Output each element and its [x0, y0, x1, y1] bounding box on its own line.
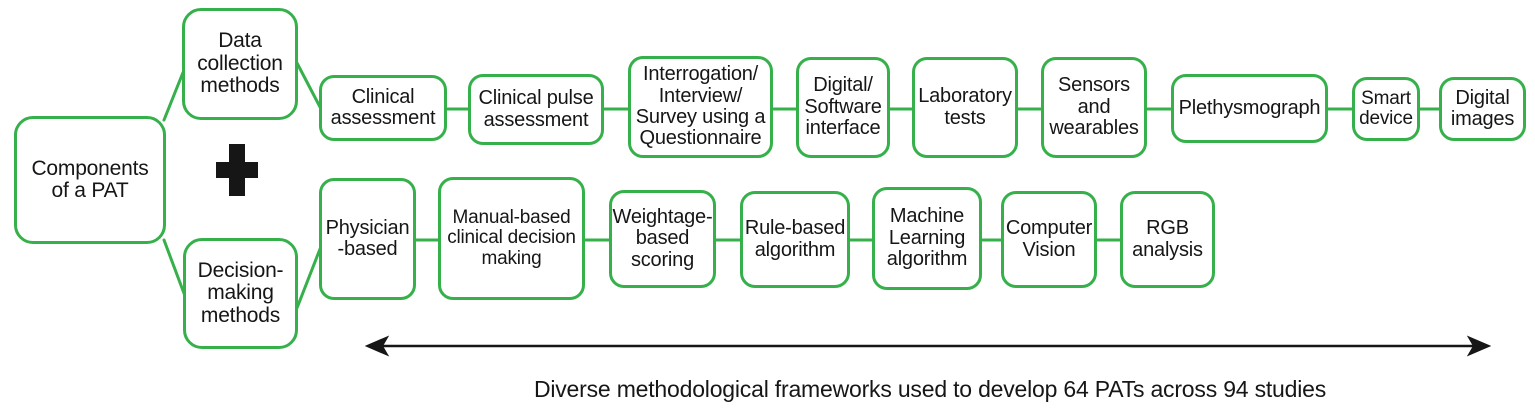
green-connectors	[162, 61, 1443, 310]
node-sensors-and-wearables: Sensors and wearables	[1041, 57, 1147, 158]
node-weightage-based-scoring: Weightage- based scoring	[609, 190, 716, 288]
plus-icon	[216, 144, 258, 196]
node-decision-making-methods: Decision- making methods	[183, 238, 298, 349]
node-rule-based-algorithm: Rule-based algorithm	[740, 191, 850, 288]
node-data-collection-methods: Data collection methods	[182, 8, 298, 120]
node-interrogation-interview-survey: Interrogation/ Interview/ Survey using a…	[628, 56, 773, 158]
node-physician-based: Physician -based	[319, 178, 416, 300]
node-manual-based-clinical-decision-making: Manual-based clinical decision making	[438, 177, 585, 300]
node-components-of-a-pat: Components of a PAT	[14, 116, 166, 244]
node-smart-device: Smart device	[1352, 77, 1420, 141]
edge-data-collection-to-chain	[295, 61, 322, 109]
edge-root-to-decision-making	[162, 238, 187, 298]
node-plethysmograph: Plethysmograph	[1171, 74, 1328, 143]
double-arrow	[364, 335, 1492, 357]
node-digital-software-interface: Digital/ Software interface	[796, 57, 890, 158]
diagram-caption: Diverse methodological frameworks used t…	[533, 376, 1327, 402]
arrowhead-left	[364, 335, 390, 357]
node-machine-learning-algorithm: Machine Learning algorithm	[872, 187, 982, 290]
edge-decision-making-to-chain	[295, 247, 322, 310]
node-digital-images: Digital images	[1439, 77, 1526, 141]
node-computer-vision: Computer Vision	[1001, 191, 1097, 288]
arrowhead-right	[1466, 335, 1492, 357]
node-laboratory-tests: Laboratory tests	[912, 57, 1018, 158]
node-clinical-assessment: Clinical assessment	[319, 75, 447, 141]
node-rgb-analysis: RGB analysis	[1120, 191, 1215, 288]
edge-root-to-data-collection	[162, 68, 186, 122]
node-clinical-pulse-assessment: Clinical pulse assessment	[468, 74, 604, 145]
